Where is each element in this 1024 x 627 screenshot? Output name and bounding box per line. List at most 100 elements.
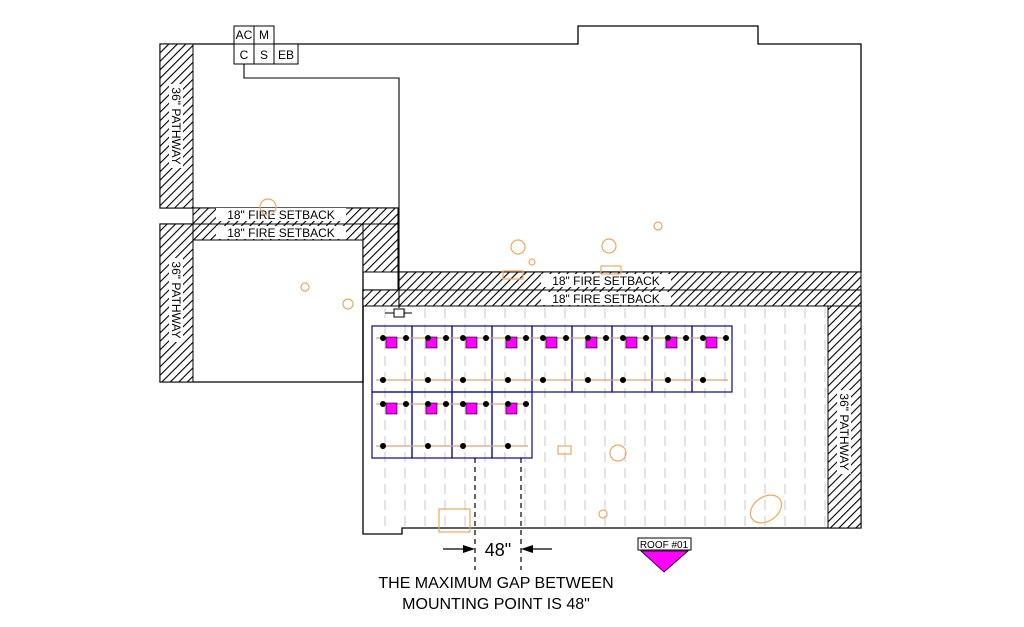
- optimizer-box: [545, 336, 558, 349]
- setback-label-bg: [216, 226, 346, 239]
- rafter-lines: [384, 308, 826, 526]
- pathway-label-left-upper-group: 36" PATHWAY: [169, 84, 183, 168]
- mounting-point: [380, 401, 386, 407]
- vent-circle: [598, 509, 608, 519]
- mounting-point: [700, 335, 706, 341]
- setback-label-bg: [216, 208, 346, 221]
- skylight-rect: [438, 508, 471, 533]
- setback-label-upper-1: 18" FIRE SETBACK: [227, 208, 335, 222]
- setback-label-upper-2: 18" FIRE SETBACK: [227, 226, 335, 240]
- dimension-arrowhead-right: [521, 545, 533, 553]
- mounting-point: [425, 401, 431, 407]
- roof-obstructions: [259, 198, 783, 533]
- mounting-point: [700, 377, 706, 383]
- setback-label-lower-1: 18" FIRE SETBACK: [552, 274, 660, 288]
- setback-label-lower-2: 18" FIRE SETBACK: [552, 292, 660, 306]
- junction-box: [385, 308, 412, 318]
- mounting-point: [665, 377, 671, 383]
- equipment-eb-label: EB: [278, 48, 294, 62]
- mounting-point: [460, 377, 466, 383]
- equipment-s-label: S: [260, 48, 268, 62]
- optimizer-box: [425, 336, 438, 349]
- mounting-point: [540, 335, 546, 341]
- vent-circle: [510, 239, 526, 255]
- mounting-point: [723, 335, 729, 341]
- mounting-point: [380, 443, 386, 449]
- optimizer-box: [425, 402, 438, 415]
- mounting-point: [665, 335, 671, 341]
- mounting-point: [523, 401, 529, 407]
- vent-circle: [528, 258, 536, 266]
- mounting-point: [585, 335, 591, 341]
- dimension-value: 48": [485, 540, 511, 560]
- setback-label-bg: [541, 292, 671, 305]
- mounting-point: [585, 377, 591, 383]
- mounting-point: [523, 335, 529, 341]
- mounting-point: [643, 335, 649, 341]
- vent-circle: [300, 282, 310, 292]
- note-line-2: MOUNTING POINT IS 48": [402, 596, 590, 613]
- setback-upper-vert-hatch: [362, 223, 399, 273]
- mounting-point: [505, 377, 511, 383]
- equipment-panel: AC M C S EB: [233, 25, 299, 65]
- pathway-label-left-lower-group: 36" PATHWAY: [169, 258, 183, 342]
- mounting-point: [403, 335, 409, 341]
- pathway-label-right: 36" PATHWAY: [837, 393, 851, 470]
- optimizer-box: [465, 336, 478, 349]
- mounting-point: [380, 377, 386, 383]
- optimizer-box: [585, 336, 598, 349]
- vent-circle: [342, 298, 354, 310]
- skylight-ellipse: [749, 494, 783, 524]
- mounting-point: [443, 401, 449, 407]
- equipment-ac-label: AC: [236, 28, 253, 42]
- optimizer-box: [505, 336, 518, 349]
- vent-rect: [600, 265, 622, 275]
- vent-rect: [502, 270, 524, 280]
- optimizer-box: [385, 336, 398, 349]
- vent-circle: [653, 221, 663, 231]
- pathway-label-left-lower: 36" PATHWAY: [169, 261, 183, 338]
- mounting-point: [460, 335, 466, 341]
- optimizer-box: [505, 402, 518, 415]
- vent-circle: [609, 444, 627, 462]
- mounting-point: [563, 335, 569, 341]
- mounting-point: [483, 335, 489, 341]
- pathway-label-right-group: 36" PATHWAY: [837, 390, 851, 474]
- mounting-point: [425, 335, 431, 341]
- solar-array: [371, 325, 733, 459]
- mounting-point: [505, 335, 511, 341]
- mounting-point: [443, 335, 449, 341]
- mounting-point: [540, 377, 546, 383]
- dimension-48: 48": [443, 458, 552, 570]
- mounting-point: [505, 401, 511, 407]
- roof-tag: ROOF #01: [637, 537, 692, 573]
- solar-module: [691, 325, 733, 393]
- conduit-run: [243, 64, 400, 308]
- optimizer-box: [625, 336, 638, 349]
- mounting-point: [403, 401, 409, 407]
- optimizer-box: [705, 336, 718, 349]
- mounting-point: [460, 401, 466, 407]
- mounting-point: [460, 443, 466, 449]
- solar-module: [491, 391, 533, 459]
- vent-rect: [557, 445, 572, 455]
- note-line-1: THE MAXIMUM GAP BETWEEN: [378, 575, 613, 592]
- pathway-label-left-upper: 36" PATHWAY: [169, 87, 183, 164]
- mounting-point: [483, 401, 489, 407]
- equipment-c-label: C: [240, 48, 249, 62]
- roof-tag-label: ROOF #01: [640, 540, 689, 551]
- mounting-point: [425, 377, 431, 383]
- mounting-point: [620, 377, 626, 383]
- optimizer-box: [665, 336, 678, 349]
- equipment-m-label: M: [259, 28, 269, 42]
- vent-circle: [259, 198, 277, 216]
- optimizer-box: [385, 402, 398, 415]
- vent-circle: [601, 238, 617, 254]
- optimizer-box: [465, 402, 478, 415]
- mounting-point: [620, 335, 626, 341]
- mounting-point: [425, 443, 431, 449]
- mounting-point: [505, 443, 511, 449]
- mounting-point: [683, 335, 689, 341]
